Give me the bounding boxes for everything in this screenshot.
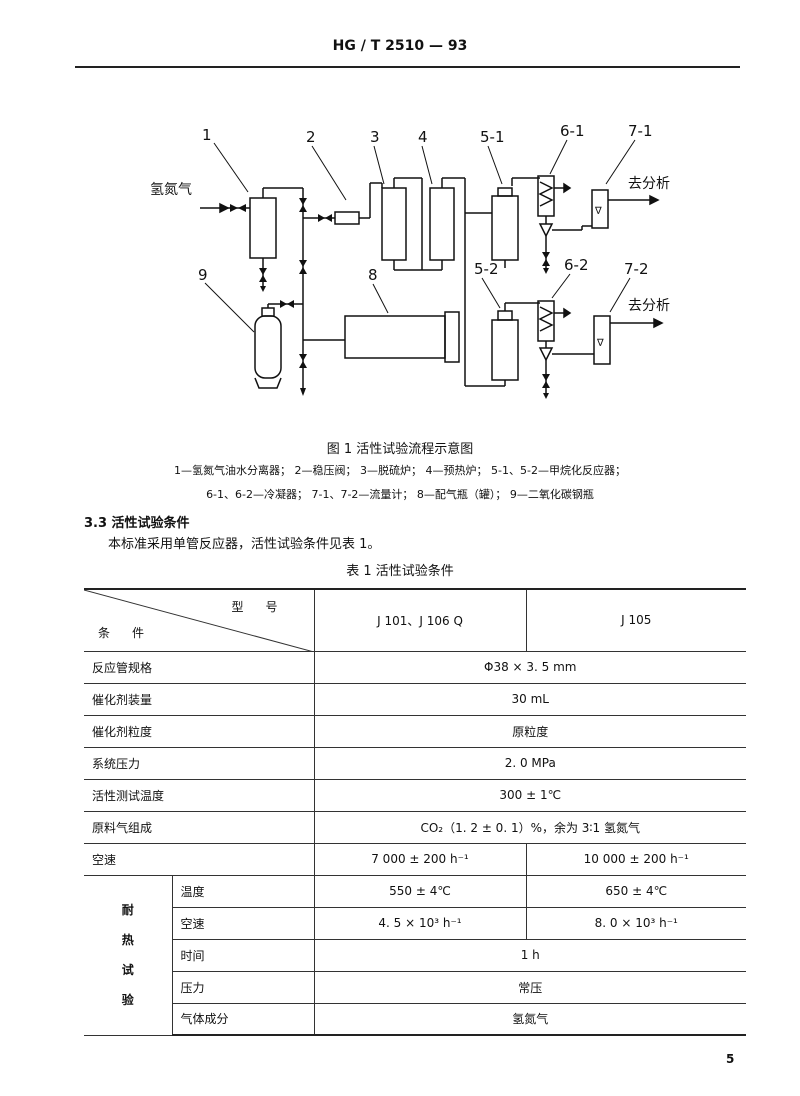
svg-text:7-1: 7-1 [628,122,653,140]
svg-text:4: 4 [418,128,428,146]
table-row: 活性测试温度 300 ± 1℃ [84,778,746,812]
row-value: 300 ± 1℃ [313,778,746,812]
row-value: 7 000 ± 200 h⁻¹ [313,842,527,876]
svg-text:3: 3 [370,128,380,146]
heat-test-group-label: 耐 热 试 验 [84,874,173,1036]
row-label: 气体成分 [172,1002,315,1036]
svg-text:7-2: 7-2 [624,260,649,278]
methanation-reactor-5-2 [491,319,519,381]
row-value: 550 ± 4℃ [313,874,527,908]
table-row: 催化剂装量 30 mL [84,682,746,716]
row-label: 催化剂粒度 [84,714,315,748]
row-label: 空速 [172,906,315,940]
valve-icon [299,354,307,361]
label-to-analysis-1: 去分析 [628,176,670,192]
row-label: 系统压力 [84,746,315,780]
model-b: J 105 [525,588,746,652]
table-row: 空速 4. 5 × 10³ h⁻¹ 8. 0 × 10³ h⁻¹ [84,906,746,940]
pressure-regulator [334,211,360,225]
svg-text:1: 1 [202,126,212,144]
valve-icon [318,214,325,222]
table-row: 系统压力 2. 0 MPa [84,746,746,780]
svg-text:2: 2 [306,128,316,146]
table-row: 反应管规格 Φ38 × 3. 5 mm [84,650,746,684]
row-value: 650 ± 4℃ [525,874,746,908]
table-row: 气体成分 氢氮气 [84,1002,746,1036]
valve-icon [542,374,550,381]
valve-icon [230,204,238,212]
svg-text:∇: ∇ [594,206,602,217]
row-label: 压力 [172,970,315,1004]
valve-icon [280,300,287,308]
svg-text:6-2: 6-2 [564,256,589,274]
page-number: 5 [726,1052,735,1066]
section-heading: 3.3 活性试验条件 [84,516,190,531]
flowmeter-7-1 [591,189,609,229]
flowmeter-7-2 [593,315,611,365]
svg-text:6-1: 6-1 [560,122,585,140]
section-text: 本标准采用单管反应器，活性试验条件见表 1。 [108,537,381,552]
header-model: 型号 [231,600,300,614]
row-label: 原料气组成 [84,810,315,844]
diagonal-header-cell: 型号 条件 [84,588,315,652]
desulfurizer [381,187,407,261]
row-value: 1 h [313,938,746,972]
row-value: 原粒度 [313,714,746,748]
row-value: 30 mL [313,682,746,716]
activity-test-conditions-table: 型号 条件 J 101、J 106 Q J 105 反应管规格 Φ38 × 3.… [84,588,746,1036]
separator-vessel [249,197,277,259]
valve-icon [299,198,307,205]
row-value: 氢氮气 [313,1002,746,1036]
methanation-reactor-5-1 [491,195,519,261]
row-value: 2. 0 MPa [313,746,746,780]
gas-mixing-tank [344,315,446,359]
row-label: 空速 [84,842,315,876]
svg-text:9: 9 [198,266,208,284]
header-rule [75,66,740,68]
table-row: 耐 热 试 验 温度 550 ± 4℃ 650 ± 4℃ [84,874,746,1036]
figure-caption: 图 1 活性试验流程示意图 [326,442,474,457]
label-gas-in: 氢氮气 [150,182,192,198]
flow-diagram: 氢氮气 去分析 去分析 1 2 3 4 5-1 6-1 7-1 5-2 6-2 … [150,122,670,399]
valve-icon [299,260,307,267]
row-label: 温度 [171,874,315,908]
row-value: 10 000 ± 200 h⁻¹ [525,842,746,876]
row-value: 4. 5 × 10³ h⁻¹ [313,906,527,940]
figure-legend-line-2: 6-1、6-2—冷凝器； 7-1、7-2—流量计； 8—配气瓶（罐）； 9—二氧… [206,488,594,501]
svg-text:5-1: 5-1 [480,128,505,146]
row-value: 常压 [313,970,746,1004]
model-a: J 101、J 106 Q [313,588,527,652]
svg-text:∇: ∇ [596,338,604,349]
table-row: 压力 常压 [84,970,746,1004]
svg-text:5-2: 5-2 [474,260,499,278]
standard-number-header: HG / T 2510 — 93 [332,38,468,54]
row-value: 8. 0 × 10³ h⁻¹ [525,906,746,940]
row-value: Φ38 × 3. 5 mm [313,650,746,684]
row-value: CO₂（1. 2 ± 0. 1）%，余为 3∶1 氢氮气 [313,810,746,844]
valve-icon [542,252,550,259]
row-label: 活性测试温度 [84,778,315,812]
valve-icon [259,268,267,275]
figure-legend-line-1: 1—氢氮气油水分离器； 2—稳压阀； 3—脱硫炉； 4—预热炉； 5-1、5-2… [174,464,626,477]
header-item: 条件 [98,625,167,640]
label-to-analysis-2: 去分析 [628,298,670,314]
table-caption: 表 1 活性试验条件 [346,564,454,579]
table-row: 原料气组成 CO₂（1. 2 ± 0. 1）%，余为 3∶1 氢氮气 [84,810,746,844]
table-row: 时间 1 h [84,938,746,972]
table-row: 空速 7 000 ± 200 h⁻¹ 10 000 ± 200 h⁻¹ [84,842,746,876]
row-label: 反应管规格 [84,650,315,684]
table-row: 型号 条件 J 101、J 106 Q J 105 [84,588,746,652]
row-label: 催化剂装量 [84,682,315,716]
table-row: 催化剂粒度 原粒度 [84,714,746,748]
svg-text:8: 8 [368,266,378,284]
co2-cylinder [254,315,282,379]
row-label: 时间 [172,938,315,972]
preheater [429,187,455,261]
